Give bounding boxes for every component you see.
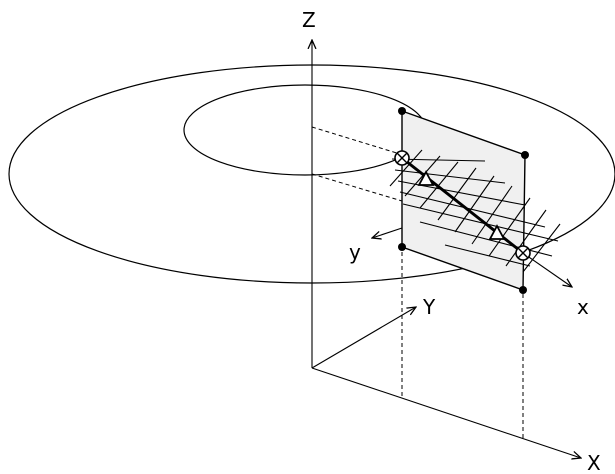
circled-x-icon — [515, 245, 531, 261]
triangle-icon — [488, 224, 506, 240]
x-axis-label: X — [587, 451, 601, 474]
corner-dot-bottom-right — [519, 286, 527, 294]
projection-line-middle — [311, 173, 403, 202]
grid-line — [454, 175, 495, 233]
projection-line-upper — [311, 126, 401, 155]
local-x-axis — [522, 252, 572, 287]
inner-ring — [183, 84, 427, 176]
grid-line — [402, 203, 559, 242]
grid-line — [444, 244, 531, 267]
tilted-plane — [401, 110, 526, 291]
local-x-axis-label: x — [577, 295, 589, 319]
grid-line — [522, 223, 561, 273]
corner-dot-top-left — [398, 107, 406, 115]
circled-x-icon — [394, 150, 410, 166]
grid-line — [471, 185, 513, 245]
grid-line — [505, 209, 547, 267]
corner-dot-bottom-left — [398, 243, 406, 251]
grid-line — [394, 169, 506, 184]
grid-line — [437, 167, 477, 221]
local-y-axis — [372, 227, 403, 238]
grid-line — [389, 149, 423, 187]
y-axis-label: Y — [422, 295, 436, 319]
corner-dot-top-right — [521, 151, 529, 159]
grid-line — [488, 197, 531, 257]
y-axis — [311, 307, 416, 369]
grid-line — [419, 161, 459, 209]
z-axis-label: Z — [302, 8, 316, 32]
grid-line — [399, 191, 546, 228]
triangle-icon — [417, 170, 435, 186]
local-y-axis-label: y — [349, 240, 361, 264]
x-axis — [311, 367, 581, 458]
